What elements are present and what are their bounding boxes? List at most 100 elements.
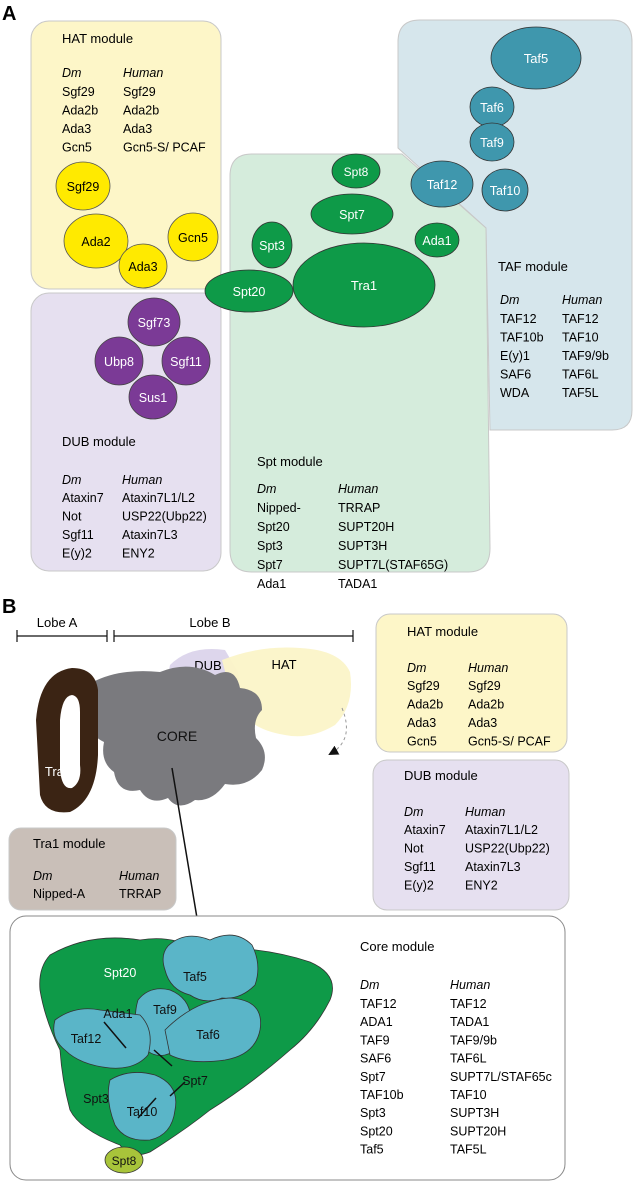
taf-module-title: TAF module (498, 259, 568, 274)
dub-module-title-b: DUB module (404, 768, 478, 783)
dm-ortholog: SAF6 (360, 1052, 391, 1066)
subunit-tra1 (292, 242, 436, 328)
subunit-gcn5 (167, 212, 219, 262)
tra1-module-box (8, 827, 177, 911)
tra1-module-title: Tra1 module (33, 836, 106, 851)
human-ortholog: Ada3 (468, 716, 497, 730)
human-ortholog: Gcn5-S/ PCAF (123, 141, 206, 155)
dub-human-header-b: Human (465, 805, 505, 819)
dm-ortholog: Nipped- (257, 501, 301, 515)
human-ortholog: TAF5L (562, 386, 599, 400)
human-ortholog: TAF9/9b (562, 349, 609, 363)
label-taf9: Taf9 (480, 136, 504, 150)
hat-module-title-b: HAT module (407, 624, 478, 639)
hat-subunits: Sgf29 Ada2 Gcn5 Ada3 (55, 161, 219, 289)
label-core-spt8: Spt8 (112, 1154, 137, 1168)
human-ortholog: TAF6L (562, 368, 599, 382)
subunit-sgf73 (127, 297, 181, 347)
human-ortholog: TAF10 (562, 331, 599, 345)
taf-human-header: Human (562, 293, 602, 307)
dm-ortholog: TAF9 (360, 1033, 390, 1047)
human-ortholog: SUPT3H (338, 539, 387, 553)
core-taf6 (164, 997, 262, 1063)
taf-dm-header: Dm (500, 293, 519, 307)
dm-ortholog: Nipped-A (33, 887, 86, 901)
label-core-ada1: Ada1 (103, 1007, 132, 1021)
human-ortholog: TAF12 (450, 997, 487, 1011)
dm-ortholog: Not (62, 510, 82, 524)
dm-ortholog: E(y)1 (500, 349, 530, 363)
dub-dm-header: Dm (62, 473, 81, 487)
core-spt8 (104, 1146, 144, 1174)
dm-ortholog: Ada2b (62, 104, 98, 118)
core-schematic: Spt20 Taf5 Taf9 Ada1 Taf12 Taf6 Spt7 Spt… (39, 934, 333, 1174)
label-spt20: Spt20 (233, 285, 266, 299)
subunit-taf9 (469, 122, 515, 162)
dm-ortholog: WDA (500, 386, 530, 400)
tra1-human-header: Human (119, 869, 159, 883)
hat-module-title: HAT module (62, 31, 133, 46)
subunit-sgf11 (161, 336, 211, 386)
human-ortholog: Sgf29 (123, 85, 156, 99)
hat-movement-arrow (328, 707, 347, 755)
core-density-label: CORE (157, 728, 197, 744)
label-spt7: Spt7 (339, 208, 365, 222)
dm-ortholog: Ada1 (257, 577, 286, 591)
hat-human-header-b: Human (468, 661, 508, 675)
dm-ortholog: SAF6 (500, 368, 531, 382)
label-spt8: Spt8 (344, 165, 369, 179)
subunit-taf10 (481, 168, 529, 212)
subunit-spt8 (331, 153, 381, 189)
core-human-header: Human (450, 978, 490, 992)
label-taf12: Taf12 (427, 178, 458, 192)
tra1-ring-label: Tra1 (45, 764, 71, 779)
label-core-spt7: Spt7 (182, 1074, 208, 1088)
label-sgf73: Sgf73 (138, 316, 171, 330)
human-ortholog: USP22(Ubp22) (465, 842, 550, 856)
subunit-spt7 (310, 193, 394, 235)
label-ada3: Ada3 (128, 260, 157, 274)
core-taf12 (53, 1008, 151, 1069)
human-ortholog: TAF6L (450, 1052, 487, 1066)
human-ortholog: TAF5L (450, 1143, 487, 1157)
dm-ortholog: Spt20 (257, 520, 290, 534)
human-ortholog: Sgf29 (468, 679, 501, 693)
label-taf10: Taf10 (490, 184, 521, 198)
human-ortholog: TADA1 (338, 577, 377, 591)
label-core-taf9: Taf9 (153, 1003, 177, 1017)
label-sus1: Sus1 (139, 391, 168, 405)
dub-subunits: Sgf73 Ubp8 Sgf11 Sus1 (94, 297, 211, 420)
panel-b-letter: B (2, 596, 16, 618)
human-ortholog: SUPT3H (450, 1106, 499, 1120)
dm-ortholog: TAF12 (500, 312, 537, 326)
lobe-brackets (16, 630, 354, 642)
human-ortholog: TADA1 (450, 1015, 489, 1029)
dm-ortholog: Spt7 (257, 558, 283, 572)
label-taf6: Taf6 (480, 101, 504, 115)
hat-module-box-b (375, 613, 568, 753)
human-ortholog: SUPT7L(STAF65G) (338, 558, 448, 572)
subunit-taf12 (410, 160, 474, 208)
human-ortholog: ENY2 (122, 547, 155, 561)
label-ada2: Ada2 (81, 235, 110, 249)
human-ortholog: TAF10 (450, 1088, 487, 1102)
human-ortholog: TAF9/9b (450, 1033, 497, 1047)
label-sgf11: Sgf11 (170, 355, 202, 369)
zoom-arrow (171, 767, 206, 939)
human-ortholog: ENY2 (465, 879, 498, 893)
label-core-taf10: Taf10 (127, 1105, 158, 1119)
dm-ortholog: Ada3 (407, 716, 436, 730)
core-module-title: Core module (360, 939, 434, 954)
subunit-spt20 (204, 269, 294, 313)
human-ortholog: Ada2b (468, 698, 504, 712)
dm-ortholog: Gcn5 (407, 735, 437, 749)
human-ortholog: TRRAP (338, 501, 380, 515)
label-sgf29: Sgf29 (67, 180, 100, 194)
dm-ortholog: TAF10b (500, 331, 544, 345)
human-ortholog: USP22(Ubp22) (122, 510, 207, 524)
